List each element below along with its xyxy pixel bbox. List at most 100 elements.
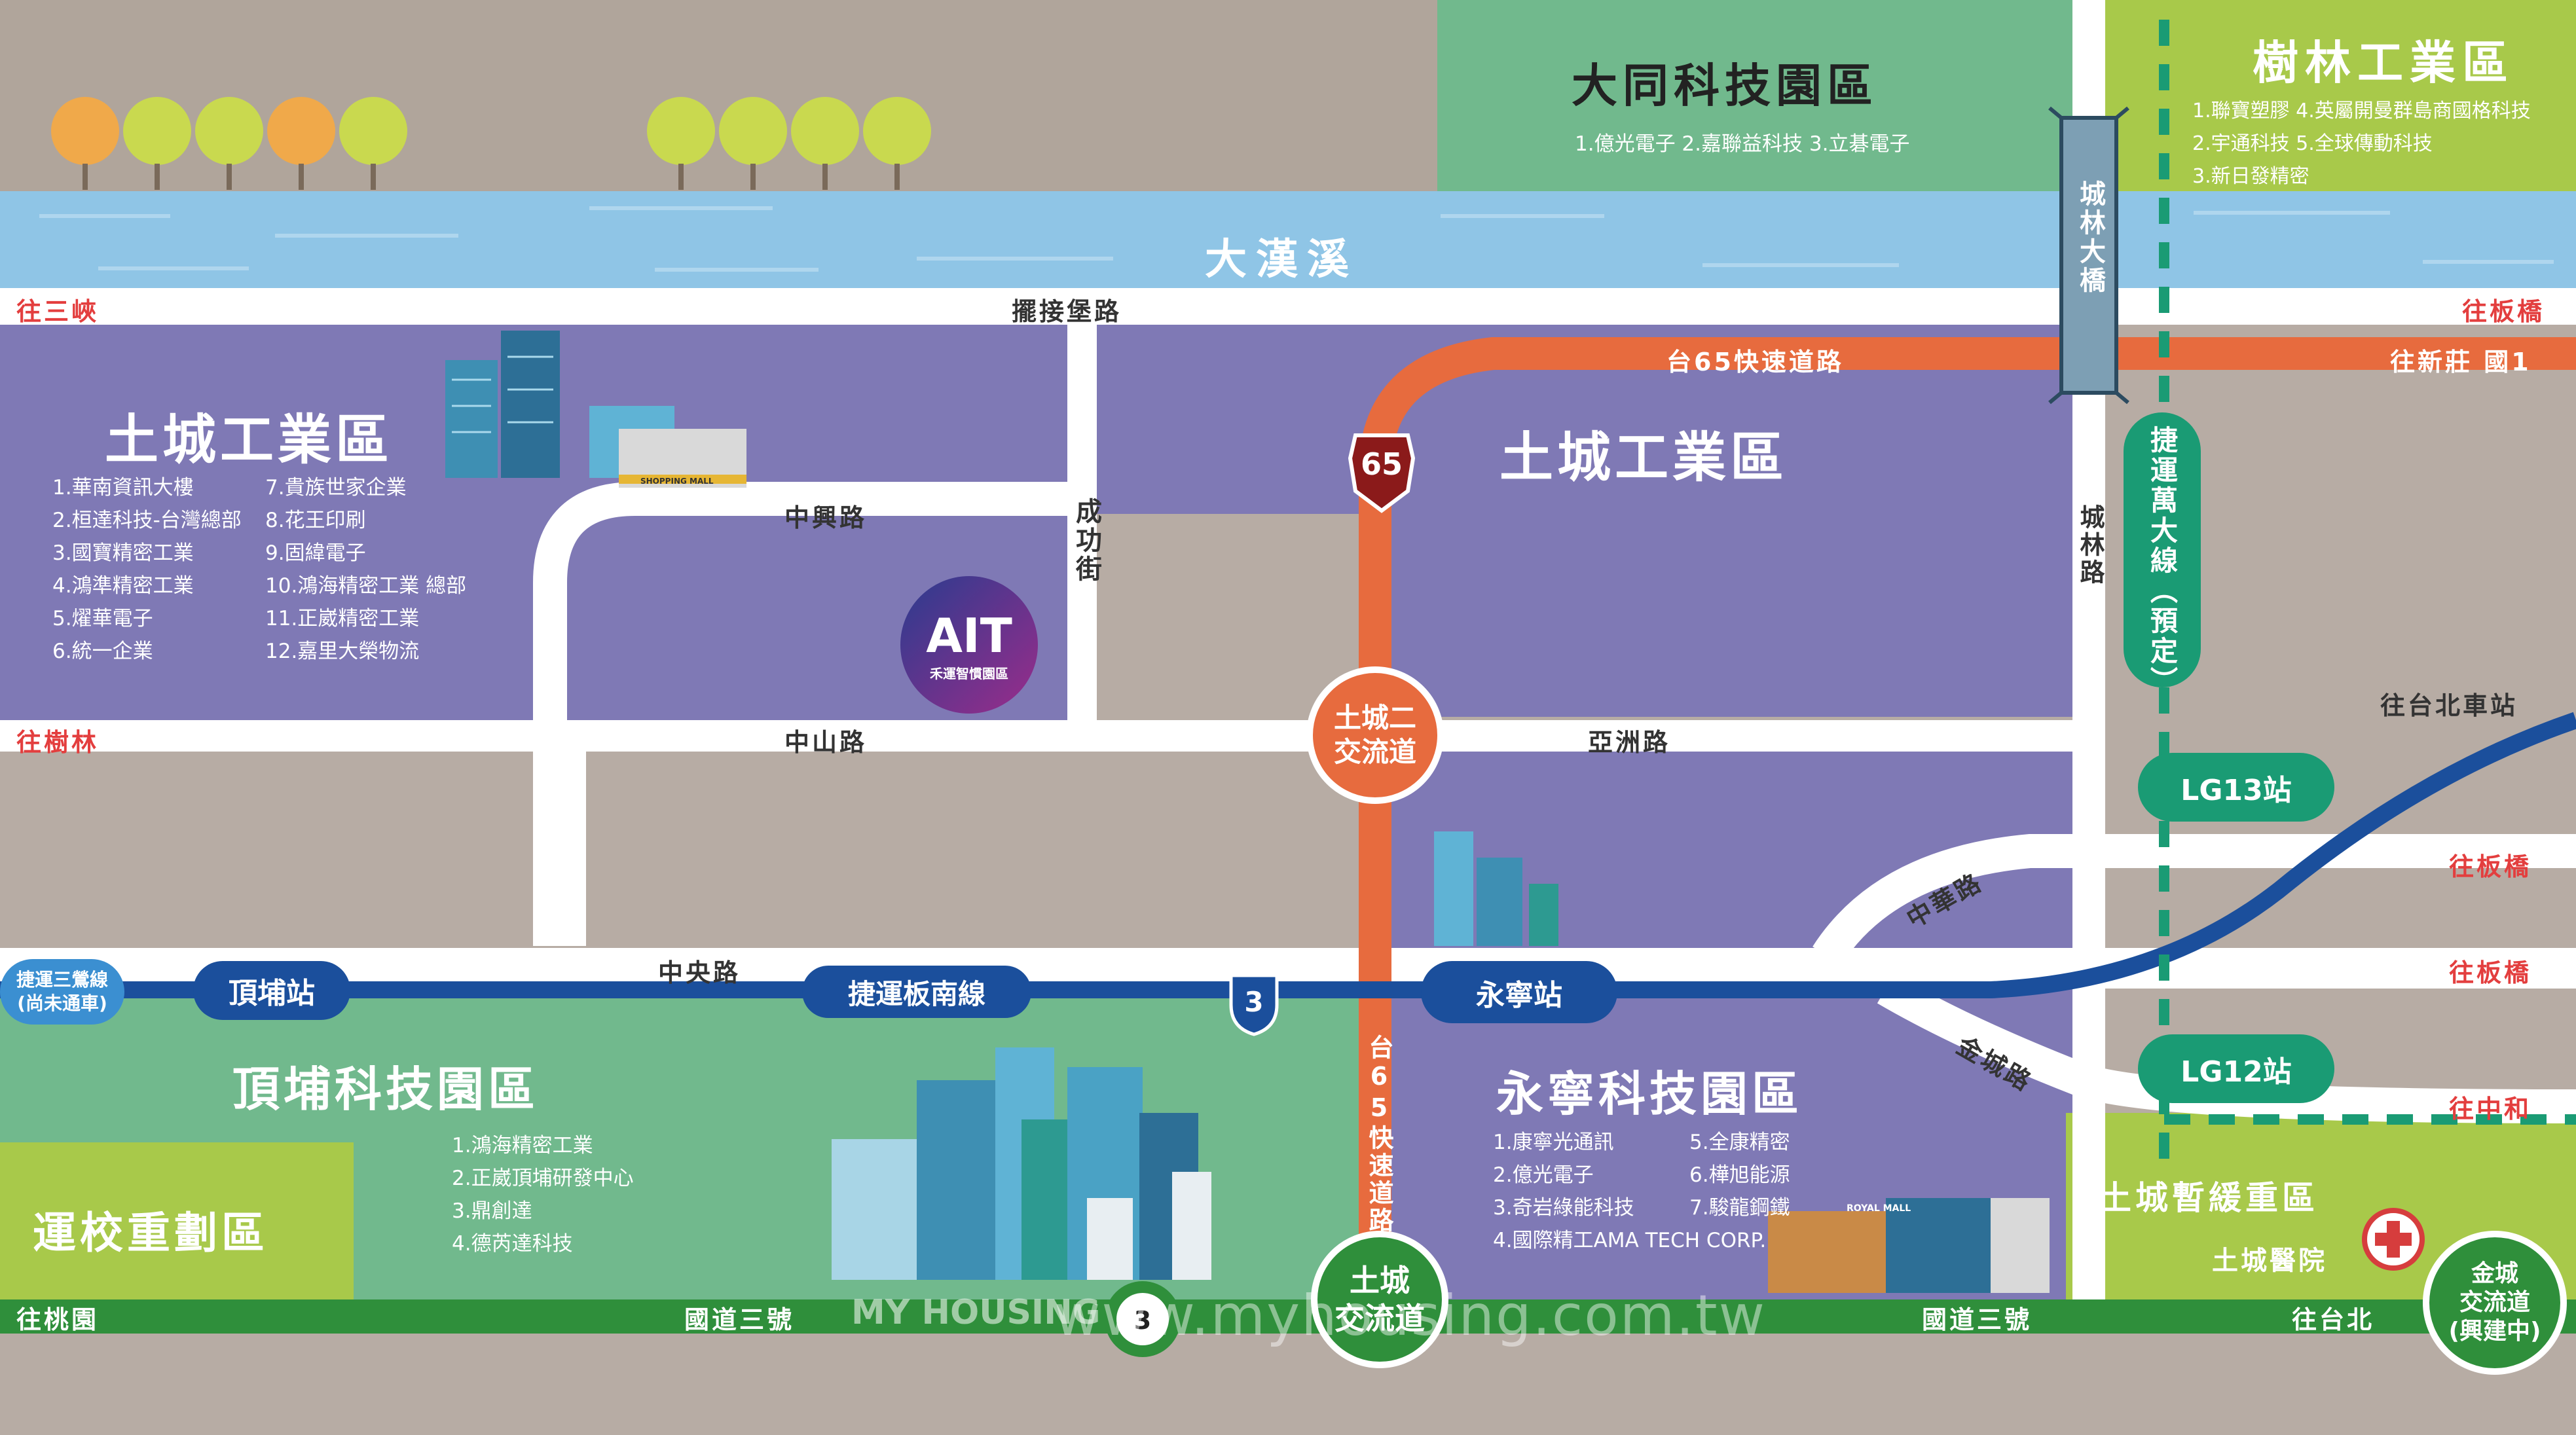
dingpu-item: 4.德芮達科技	[452, 1232, 573, 1256]
tucheng-west-item: 8.花王印刷	[265, 509, 366, 532]
tucheng-west-item: 12.嘉里大榮物流	[265, 640, 420, 663]
road-baijie: 擺接堡路	[1012, 297, 1122, 326]
tucheng-west-list-1: 1.華南資訊大樓 2.桓達科技-台灣總部 3.國寶精密工業 4.鴻準精密工業 5…	[52, 471, 242, 668]
shulin-item: 3.新日發精密	[2192, 165, 2309, 188]
road-chenggong: 成功街	[1071, 498, 1101, 584]
shulin-item: 1.聯寶塑膠 4.英屬開曼群島商國格科技	[2192, 100, 2531, 122]
hospital-icon	[2362, 1208, 2425, 1271]
yongning-item: 2.億光電子	[1493, 1163, 1594, 1187]
dest-to-banqiao-3: 往板橋	[2449, 958, 2532, 987]
freeway-3-shield	[1229, 973, 1279, 1036]
tucheng-west-item: 7.貴族世家企業	[265, 476, 407, 500]
tucheng-west-item: 9.固緯電子	[265, 541, 366, 565]
royal-mall-sign: ROYAL MALL	[1847, 1203, 1911, 1214]
metro-line-bannan: 捷運板南線	[802, 966, 1031, 1018]
shopping-mall-sign: SHOPPING MALL	[640, 477, 714, 486]
tucheng-east-title: 土城工業區	[1500, 427, 1788, 489]
tucheng-west-list-2: 7.貴族世家企業 8.花王印刷 9.固緯電子 10.鴻海精密工業 總部 11.正…	[265, 471, 466, 668]
datong-zone	[1437, 0, 2105, 196]
tree-row-left	[51, 97, 407, 190]
hospital-label: 土城醫院	[2212, 1246, 2327, 1276]
tucheng-west-item: 6.統一企業	[52, 640, 153, 663]
dingpu-item: 3.鼎創達	[452, 1199, 532, 1223]
road-chenglin: 城林路	[2076, 504, 2105, 587]
tucheng-west-item: 10.鴻海精密工業 總部	[265, 574, 467, 598]
ait-logo-sub: 禾運智慣園區	[930, 665, 1008, 681]
dingpu-list: 1.鴻海精密工業 2.正崴頂埔研發中心 3.鼎創達 4.德芮達科技	[452, 1129, 634, 1260]
shulin-item: 2.宇通科技 5.全球傳動科技	[2192, 132, 2433, 155]
road-expressway-65: 台65快速道路	[1666, 348, 1844, 376]
station-lg12[interactable]: LG12站	[2138, 1034, 2334, 1103]
yongning-item: 5.全康精密	[1689, 1131, 1790, 1154]
interchange-tucheng-2[interactable]: 土城二 交流道	[1306, 666, 1444, 804]
gray-block-w1	[0, 750, 550, 949]
tucheng-west-item: 3.國寶精密工業	[52, 541, 194, 565]
gray-block-w2	[586, 750, 1365, 949]
river-label: 大漢溪	[1205, 236, 1358, 284]
yongning-title: 永寧科技園區	[1496, 1066, 1803, 1121]
yongning-item: 3.奇岩綠能科技	[1493, 1196, 1634, 1220]
yunxiao-zone	[0, 1142, 354, 1299]
dest-to-xinzhuang: 往新莊 國1	[2390, 348, 2531, 376]
tucheng-west-title: 土城工業區	[105, 409, 394, 471]
dingpu-item: 1.鴻海精密工業	[452, 1134, 593, 1157]
road-zhongshan: 中山路	[784, 728, 868, 757]
tucheng-west-item: 4.鴻準精密工業	[52, 574, 194, 598]
dest-to-taipei: 往台北	[2292, 1305, 2375, 1334]
datong-title: 大同科技園區	[1572, 59, 1878, 113]
yongning-list-2: 5.全康精密 6.樺旭能源 7.駿龍鋼鐵	[1689, 1126, 1790, 1224]
ait-logo: AIT 禾運智慣園區	[900, 576, 1038, 714]
watermark-url: www.myhousing.com.tw	[1054, 1283, 1766, 1349]
watermark-brand: MY HOUSING	[851, 1293, 1101, 1332]
tucheng-hold-title: 土城暫緩重區	[2099, 1179, 2319, 1217]
dest-to-taipei-station: 往台北車站	[2380, 691, 2518, 720]
freeway-3-shield-label: 3	[1244, 986, 1263, 1018]
tucheng-west-item: 1.華南資訊大樓	[52, 476, 194, 500]
yongning-item: 6.樺旭能源	[1689, 1163, 1790, 1187]
road-freeway3-east: 國道三號	[1922, 1305, 2033, 1334]
dest-to-banqiao-1: 往板橋	[2462, 297, 2545, 326]
tucheng-west-item: 11.正崴精密工業	[265, 607, 420, 630]
road-zhongxing: 中興路	[784, 503, 868, 532]
road-yazhou: 亞洲路	[1588, 728, 1671, 757]
road-freeway3-west: 國道三號	[684, 1305, 795, 1334]
interchange-jincheng[interactable]: 金城 交流道 (興建中)	[2423, 1231, 2567, 1375]
ait-logo-main: AIT	[926, 608, 1012, 663]
tucheng-west-item: 2.桓達科技-台灣總部	[52, 509, 242, 532]
river	[0, 191, 2576, 288]
metro-bannan-line	[0, 712, 2576, 998]
yongning-list-1: 1.康寧光通訊 2.億光電子 3.奇岩綠能科技 4.國際精工AMA TECH C…	[1493, 1126, 1766, 1257]
dest-to-banqiao-2: 往板橋	[2449, 852, 2532, 881]
building-cluster-center	[1434, 831, 1558, 946]
bridge-label: 城林大橋	[2075, 180, 2105, 295]
dingpu-title: 頂埔科技園區	[232, 1062, 540, 1117]
station-dingpu[interactable]: 頂埔站	[193, 961, 350, 1020]
yongning-item: 7.駿龍鋼鐵	[1689, 1196, 1790, 1220]
north-bank	[0, 0, 1437, 196]
road-expressway-65-vertical: 台65快速道路	[1365, 1034, 1393, 1235]
dest-to-taoyuan: 往桃園	[16, 1305, 100, 1334]
shulin-list: 1.聯寶塑膠 4.英屬開曼群島商國格科技 2.宇通科技 5.全球傳動科技 3.新…	[2192, 95, 2531, 193]
shulin-title: 樹林工業區	[2253, 36, 2514, 90]
freeway-3	[0, 1299, 2576, 1334]
metro-line-wanda: 捷運萬大線（預定）	[2124, 412, 2201, 697]
dingpu-item: 2.正崴頂埔研發中心	[452, 1167, 634, 1190]
chenglin-bridge	[2059, 116, 2118, 395]
interchange-tucheng[interactable]: 土城 交流道	[1311, 1231, 1448, 1368]
tree-row-right	[647, 97, 931, 190]
gray-block-ne	[1097, 514, 1359, 717]
expressway-65-shield-label: 65	[1361, 446, 1403, 482]
dest-to-sanxia: 往三峽	[16, 297, 100, 326]
yongning-item: 1.康寧光通訊	[1493, 1131, 1614, 1154]
yunxiao-title: 運校重劃區	[33, 1208, 268, 1258]
yongning-item: 4.國際精工AMA TECH CORP.	[1493, 1229, 1767, 1252]
building-cluster-yongning	[1768, 1198, 2050, 1293]
station-sanying[interactable]: 捷運三鶯線 (尚未通車)	[0, 959, 124, 1025]
station-yongning[interactable]: 永寧站	[1421, 961, 1617, 1023]
station-lg13[interactable]: LG13站	[2138, 753, 2334, 822]
expressway-65-shield	[1348, 433, 1416, 513]
freeway-3-flower-badge	[1105, 1281, 1181, 1357]
freeway-3-flower-label: 3	[1134, 1306, 1151, 1335]
building-cluster-west	[445, 331, 746, 488]
